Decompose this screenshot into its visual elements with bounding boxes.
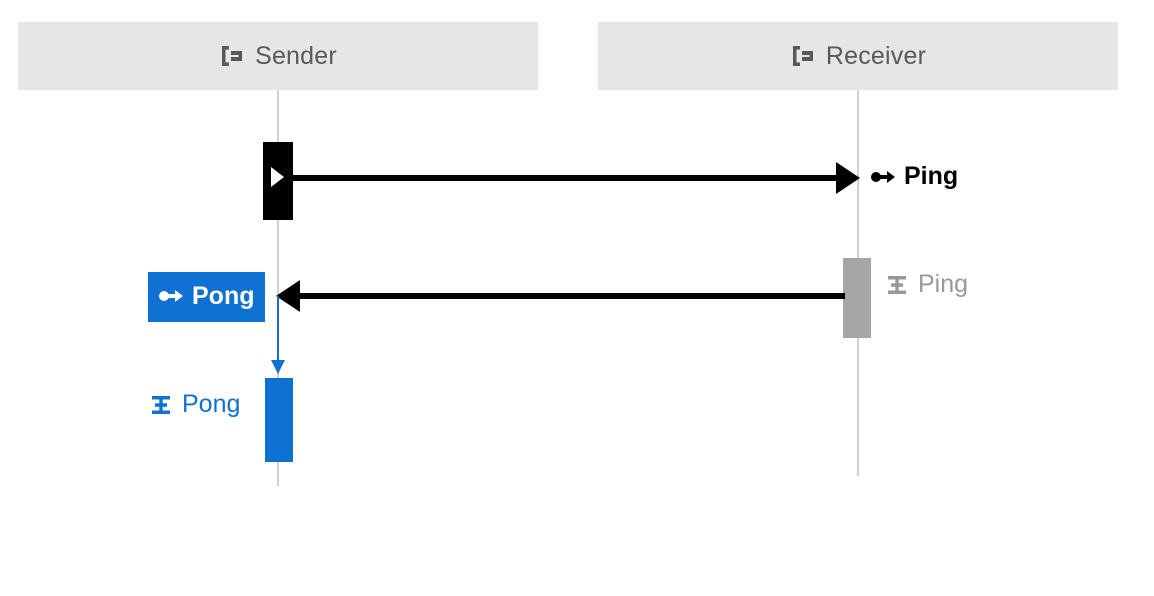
event-label-receive-ping[interactable]: Ping [886,270,968,299]
lifeline-icon [219,43,245,69]
lifeline-icon [790,43,816,69]
event-label-receive-ping-text: Ping [918,270,969,298]
arrowhead-pong [276,280,300,312]
arrowhead-pong-down [271,360,285,374]
message-label-pong-text: Pong [192,281,255,310]
connector-pong-to-activation [277,296,279,362]
activation-sender-receive-pong [265,378,293,462]
event-label-receive-pong[interactable]: Pong [150,390,240,419]
message-label-ping[interactable]: Ping [870,162,958,191]
send-event-icon [870,168,896,186]
message-line-ping [293,175,838,181]
receive-event-icon [886,273,908,297]
arrowhead-ping [836,162,860,194]
lifeline-label-receiver: Receiver [825,41,927,70]
message-line-pong [300,293,845,299]
send-marker-icon [271,167,284,187]
receive-event-icon [150,393,172,417]
lifeline-header-sender[interactable]: Sender [18,22,538,90]
lifeline-label-sender: Sender [255,41,337,70]
send-event-icon [158,287,184,305]
activation-receiver-receive-ping [843,258,871,338]
message-label-pong[interactable]: Pong [148,272,265,322]
message-label-ping-text: Ping [904,162,959,190]
event-label-receive-pong-text: Pong [182,390,241,418]
lifeline-header-receiver[interactable]: Receiver [598,22,1118,90]
